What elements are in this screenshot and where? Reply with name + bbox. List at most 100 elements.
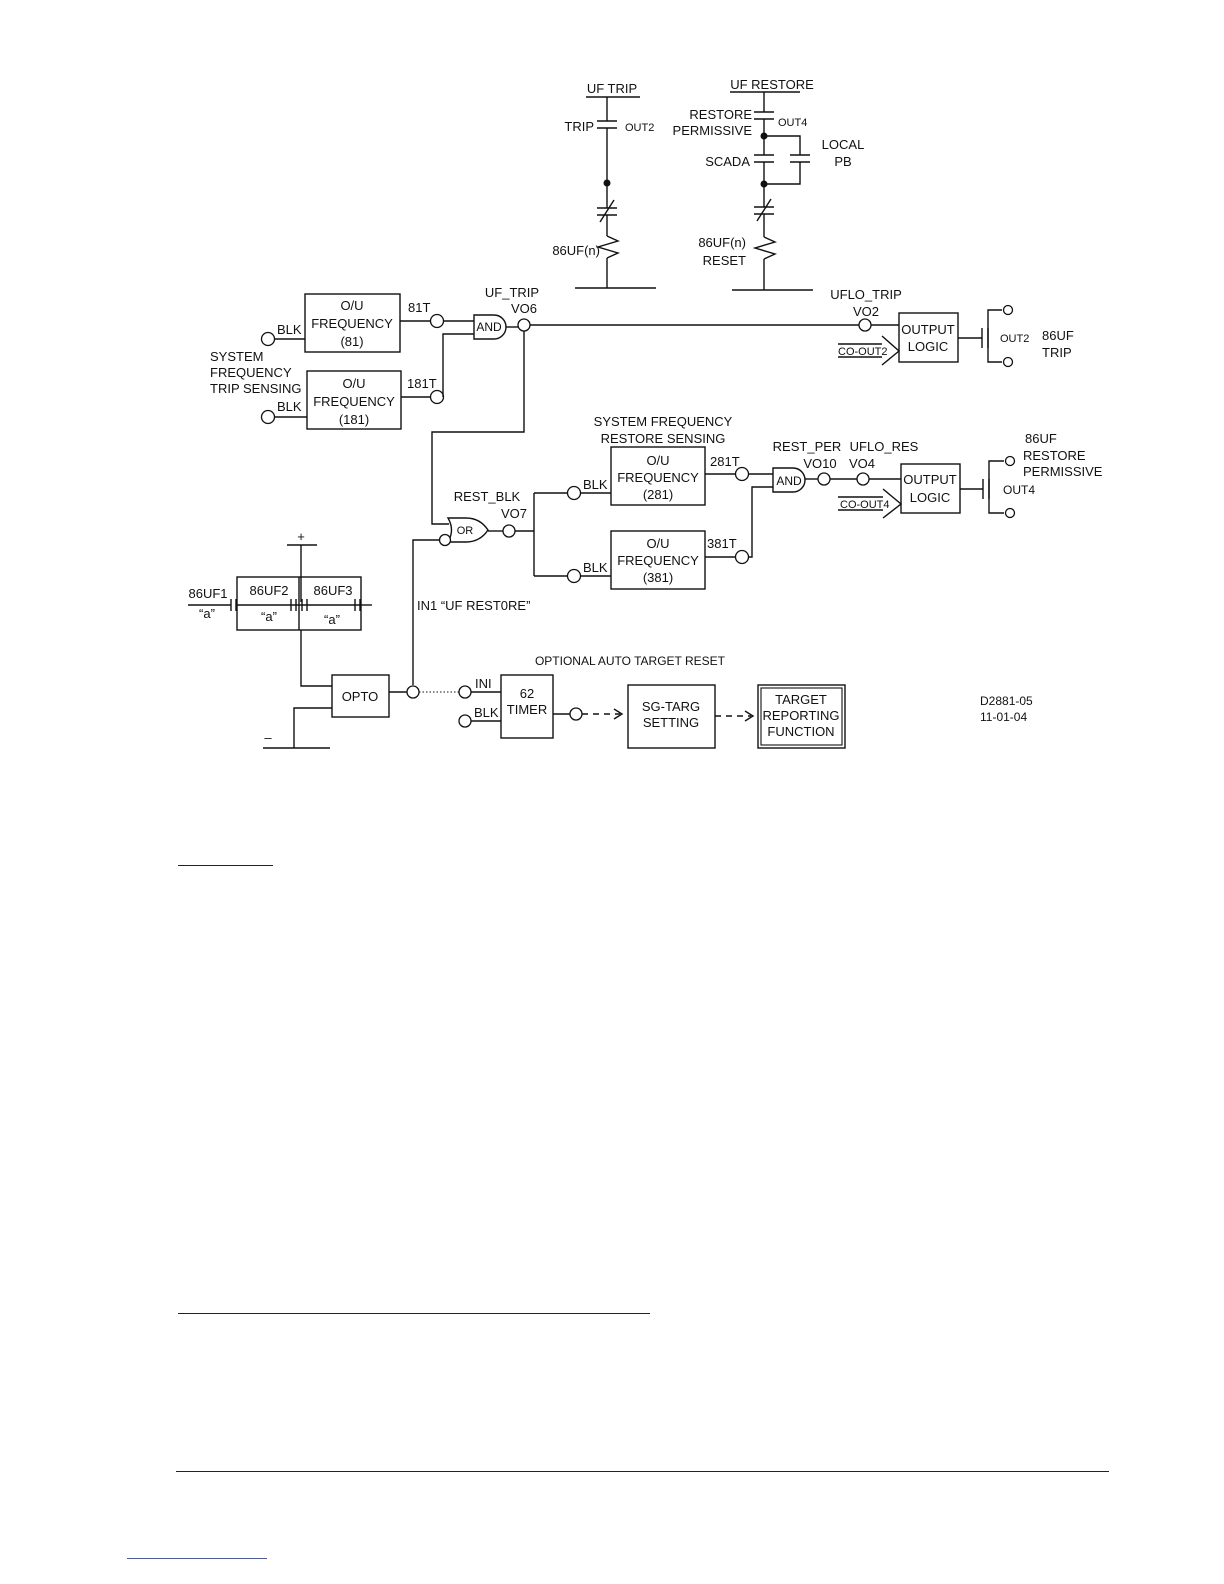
svg-text:SYSTEM FREQUENCY: SYSTEM FREQUENCY xyxy=(594,414,733,429)
footer-rule xyxy=(176,1471,1109,1472)
frequency-block-81: O/U FREQUENCY (81) BLK 81T xyxy=(260,293,445,353)
auto-reset-title: OPTIONAL AUTO TARGET RESET xyxy=(535,654,726,668)
svg-text:REPORTING: REPORTING xyxy=(762,708,839,723)
auto-target-reset: OPTIONAL AUTO TARGET RESET INI BLK 62 TI… xyxy=(458,654,846,749)
output-logic-restore: OUTPUT LOGIC CO-OUT4 OUT4 86UF RESTORE P… xyxy=(838,431,1103,519)
or-gate: OR REST_BLK VO7 xyxy=(412,489,568,685)
vo7-label: VO7 xyxy=(501,506,527,521)
uflo-trip-label: UFLO_TRIP xyxy=(830,287,902,302)
svg-text:AND: AND xyxy=(476,320,502,334)
vo10-label: VO10 xyxy=(803,456,836,471)
svg-text:TARGET: TARGET xyxy=(775,692,827,707)
minus-sign: – xyxy=(264,730,272,745)
restore-permissive-label-2: PERMISSIVE xyxy=(673,123,753,138)
svg-text:62: 62 xyxy=(520,686,534,701)
local-label-1: LOCAL xyxy=(822,137,865,152)
contact-86uf2: 86UF2 xyxy=(249,583,288,598)
trip-contact-label: TRIP xyxy=(564,119,594,134)
drawing-id: D2881-05 11-01-04 xyxy=(980,694,1033,724)
svg-text:SYSTEM: SYSTEM xyxy=(210,349,263,364)
footer-link-rule xyxy=(127,1558,267,1559)
svg-text:O/U: O/U xyxy=(646,536,669,551)
restore-result-1: 86UF xyxy=(1025,431,1057,446)
svg-text:(181): (181) xyxy=(339,412,369,427)
restore-sensing-label: SYSTEM FREQUENCY RESTORE SENSING xyxy=(594,414,733,446)
footnote-rule xyxy=(178,1313,650,1314)
svg-text:FUNCTION: FUNCTION xyxy=(767,724,834,739)
svg-text:(81): (81) xyxy=(340,334,363,349)
co-out4-label: CO-OUT4 xyxy=(840,499,890,511)
reset-coil-label-1: 86UF(n) xyxy=(698,235,746,250)
lockout-contacts: + 86UF1 86UF2 86UF3 “a” “a” “a” – xyxy=(188,529,372,749)
svg-text:RESTORE SENSING: RESTORE SENSING xyxy=(601,431,726,446)
svg-text:TRIP SENSING: TRIP SENSING xyxy=(210,381,302,396)
trip-result-1: 86UF xyxy=(1042,328,1074,343)
vo6-label: VO6 xyxy=(511,301,537,316)
svg-text:OPTO: OPTO xyxy=(342,689,379,704)
svg-text:O/U: O/U xyxy=(646,453,669,468)
restore-contact-out: OUT4 xyxy=(778,117,807,129)
contact-86uf1: 86UF1 xyxy=(188,586,227,601)
and-gate-restore: AND REST_PER VO10 UFLO_RES VO4 xyxy=(748,439,919,558)
rest-blk-label: REST_BLK xyxy=(454,489,521,504)
blk-timer-label: BLK xyxy=(474,705,499,720)
out-81t-label: 81T xyxy=(408,300,430,315)
svg-text:“a”: “a” xyxy=(199,606,215,621)
ini-label: INI xyxy=(475,676,492,691)
svg-text:D2881-05: D2881-05 xyxy=(980,694,1033,708)
opto-input-label: IN1 “UF REST0RE” xyxy=(417,598,530,613)
short-rule xyxy=(178,865,273,866)
svg-text:O/U: O/U xyxy=(340,298,363,313)
svg-text:LOGIC: LOGIC xyxy=(908,339,948,354)
svg-text:“a”: “a” xyxy=(324,612,340,627)
svg-text:SETTING: SETTING xyxy=(643,715,699,730)
svg-text:FREQUENCY: FREQUENCY xyxy=(311,316,393,331)
blk-181-label: BLK xyxy=(277,399,302,414)
rest-per-label: REST_PER xyxy=(773,439,842,454)
output-logic-trip: UFLO_TRIP VO2 OUTPUT LOGIC CO-OUT2 OUT2 … xyxy=(830,287,1074,368)
svg-text:FREQUENCY: FREQUENCY xyxy=(617,470,699,485)
svg-text:TIMER: TIMER xyxy=(507,702,547,717)
trip-contact-out: OUT2 xyxy=(625,122,654,134)
svg-text:AND: AND xyxy=(776,474,802,488)
svg-text:OUTPUT: OUTPUT xyxy=(901,322,955,337)
blk-81-label: BLK xyxy=(277,322,302,337)
contact-86uf3: 86UF3 xyxy=(313,583,352,598)
uf-restore-title: UF RESTORE xyxy=(730,77,814,92)
svg-text:OUTPUT: OUTPUT xyxy=(903,472,957,487)
restore-result-3: PERMISSIVE xyxy=(1023,464,1103,479)
svg-text:FREQUENCY: FREQUENCY xyxy=(617,553,699,568)
trip-coil-label: 86UF(n) xyxy=(552,243,600,258)
uf-restore-rung: UF RESTORE RESTORE PERMISSIVE OUT4 SCADA… xyxy=(673,77,865,291)
svg-text:(381): (381) xyxy=(643,570,673,585)
and-gate-trip: AND UF_TRIP VO6 xyxy=(431,285,859,525)
plus-sign: + xyxy=(297,529,305,544)
svg-text:(281): (281) xyxy=(643,487,673,502)
svg-text:11-01-04: 11-01-04 xyxy=(980,710,1027,724)
frequency-block-381: O/U FREQUENCY (381) BLK 381T xyxy=(566,530,750,590)
reset-coil-label-2: RESET xyxy=(703,253,746,268)
out2-label: OUT2 xyxy=(1000,333,1029,345)
svg-text:FREQUENCY: FREQUENCY xyxy=(313,394,395,409)
svg-text:SG-TARG: SG-TARG xyxy=(642,699,700,714)
local-label-2: PB xyxy=(834,154,851,169)
out4-label: OUT4 xyxy=(1003,483,1035,497)
svg-text:OR: OR xyxy=(457,525,474,537)
trip-sensing-label: SYSTEM FREQUENCY TRIP SENSING xyxy=(210,349,302,396)
uf-trip-title: UF TRIP xyxy=(587,81,637,96)
restore-result-2: RESTORE xyxy=(1023,448,1086,463)
out-181t-label: 181T xyxy=(407,376,437,391)
scada-label: SCADA xyxy=(705,154,750,169)
opto-block: OPTO IN1 “UF REST0RE” xyxy=(331,598,530,718)
uf-trip-rung: UF TRIP TRIP OUT2 86UF(n) xyxy=(552,81,656,289)
restore-permissive-label-1: RESTORE xyxy=(689,107,752,122)
blk-381-label: BLK xyxy=(583,560,608,575)
out-381t-label: 381T xyxy=(707,536,737,551)
out-281t-label: 281T xyxy=(710,454,740,469)
svg-text:LOGIC: LOGIC xyxy=(910,490,950,505)
svg-text:FREQUENCY: FREQUENCY xyxy=(210,365,292,380)
blk-281-label: BLK xyxy=(583,477,608,492)
svg-text:O/U: O/U xyxy=(342,376,365,391)
svg-text:“a”: “a” xyxy=(261,609,277,624)
